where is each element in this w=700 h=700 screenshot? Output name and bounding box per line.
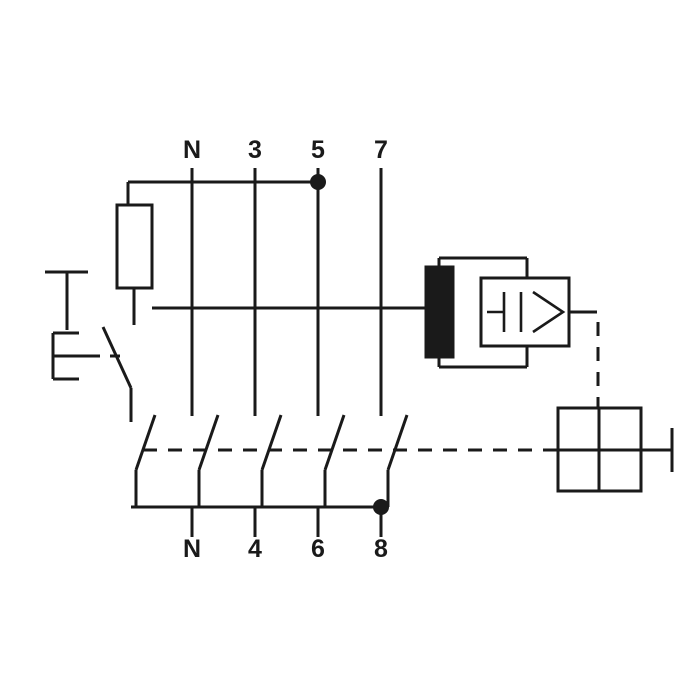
contact-blade-7-8 (386, 414, 409, 471)
terminal-label-top-3: 3 (248, 136, 262, 164)
trip-signal-dashed-line (583, 310, 600, 450)
trip-mechanism (556, 406, 674, 493)
terminal-label-top-7: 7 (374, 136, 388, 164)
test-resistor (115, 203, 154, 325)
test-resistor-body (115, 203, 154, 290)
contact-blade-5-6 (323, 414, 346, 471)
bottom-conductors (190, 507, 383, 537)
amplifier-gain-triangle-icon (532, 290, 566, 334)
contact-blade-3-4 (260, 414, 283, 471)
junction-dot-terminal-8 (373, 499, 389, 515)
terminal-label-bottom-8: 8 (374, 535, 388, 563)
terminal-label-top-n: N (183, 136, 201, 164)
test-switch-contact[interactable] (101, 326, 133, 422)
junction-dot-terminal-5 (310, 174, 326, 190)
top-conductors (190, 168, 383, 416)
switch-contacts (134, 414, 409, 507)
top-terminal-labels: N 3 5 7 (183, 136, 388, 164)
switch-contact-n[interactable] (197, 414, 220, 507)
terminal-label-bottom-6: 6 (311, 535, 325, 563)
terminal-label-bottom-4: 4 (248, 535, 262, 563)
detector-amplifier (479, 276, 583, 348)
summation-transformer (424, 256, 529, 369)
switch-contact-3-4[interactable] (260, 414, 283, 507)
switch-contact-test[interactable] (134, 414, 157, 507)
junction-dots (310, 174, 389, 515)
switch-contact-5-6[interactable] (323, 414, 346, 507)
trip-signal-path (583, 310, 600, 450)
test-switch-blade (101, 326, 133, 389)
terminal-label-top-5: 5 (311, 136, 325, 164)
switch-contact-7-8[interactable] (386, 414, 409, 507)
test-push-button[interactable] (45, 270, 120, 381)
contact-blade-n (197, 414, 220, 471)
transformer-core (424, 265, 455, 359)
test-circuit-top-branch (126, 180, 318, 205)
bottom-terminal-labels: N 4 6 8 (183, 535, 388, 563)
terminal-label-bottom-n: N (183, 535, 201, 563)
contact-blade-test (134, 414, 157, 471)
